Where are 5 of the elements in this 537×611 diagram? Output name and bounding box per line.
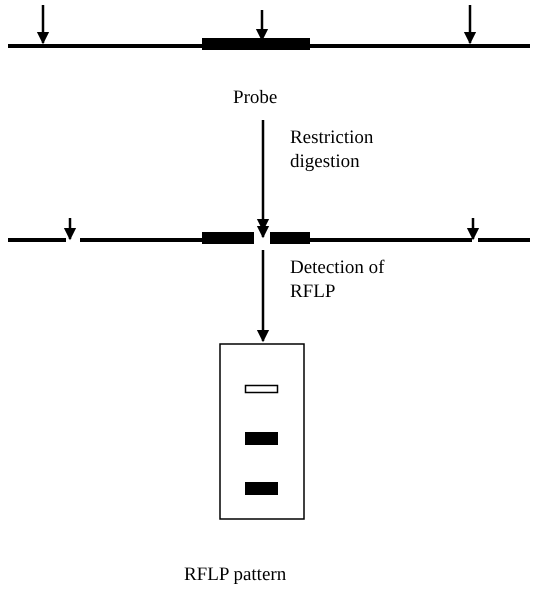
edge-label: Restriction digestion [290,126,374,174]
node-label: RFLP pattern [184,563,286,587]
edge-label: Detection of RFLP [290,256,386,304]
process-arrow [256,250,270,342]
node-label: Probe [233,86,278,110]
